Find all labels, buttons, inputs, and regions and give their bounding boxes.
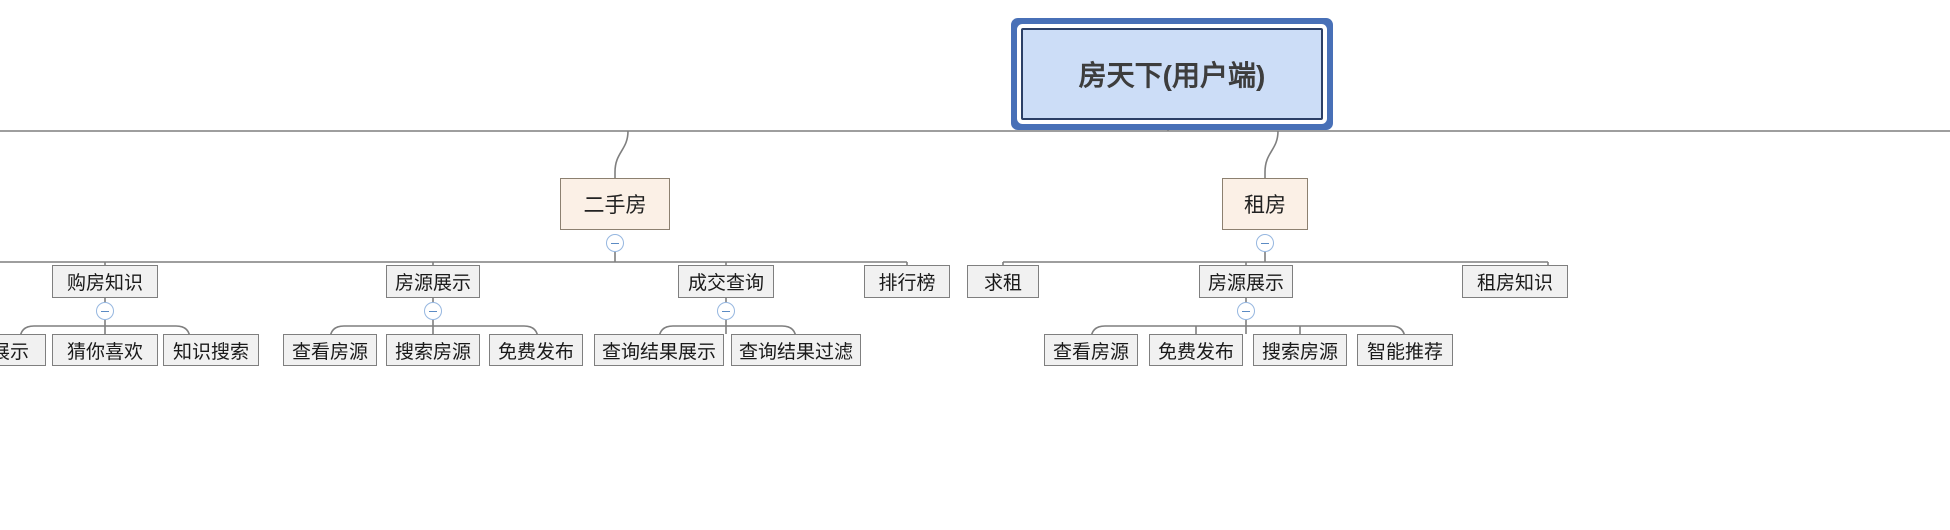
leaf-label-sou-suo-fang-yuan-2: 搜索房源: [1261, 341, 1338, 363]
leaf-label-cha-kan-fang-yuan-1: 查看房源: [291, 341, 368, 363]
collapse-toggle-ershoufang[interactable]: [606, 234, 624, 252]
node-cheng-jiao-cha-xun[interactable]: 成交查询: [678, 265, 774, 298]
node-qiu-zu[interactable]: 求租: [967, 265, 1039, 298]
collapse-toggle-cheng-jiao-cha-xun[interactable]: [717, 302, 735, 320]
leaf-label-zhanshi: 展示: [0, 341, 29, 363]
leaf-label-cha-xun-jie-guo-zhan-shi: 查询结果展示: [601, 341, 716, 363]
label-pai-hang-bang: 排行榜: [878, 273, 936, 294]
leaf-label-sou-suo-fang-yuan-1: 搜索房源: [394, 341, 471, 363]
collapse-toggle-fang-yuan-zhan-shi-1[interactable]: [424, 302, 442, 320]
leaf-node-cha-xun-jie-guo-guo-lv[interactable]: 查询结果过滤: [731, 334, 861, 366]
branch-label-zufang: 租房: [1244, 194, 1286, 217]
collapse-toggle-fang-yuan-zhan-shi-2[interactable]: [1237, 302, 1255, 320]
leaf-node-mian-fei-fa-bu-1[interactable]: 免费发布: [489, 334, 583, 366]
node-fang-yuan-zhan-shi-2[interactable]: 房源展示: [1199, 265, 1293, 298]
node-fang-yuan-zhan-shi-1[interactable]: 房源展示: [386, 265, 480, 298]
leaf-node-cha-kan-fang-yuan-1[interactable]: 查看房源: [283, 334, 377, 366]
leaf-label-cha-xun-jie-guo-guo-lv: 查询结果过滤: [738, 341, 853, 363]
leaf-label-mian-fei-fa-bu-1: 免费发布: [497, 341, 574, 363]
label-qiu-zu: 求租: [983, 273, 1022, 294]
collapse-toggle-gou-fang-zhi-shi[interactable]: [96, 302, 114, 320]
collapse-toggle-zufang[interactable]: [1256, 234, 1274, 252]
node-zu-fang-zhi-shi[interactable]: 租房知识: [1462, 265, 1568, 298]
label-cheng-jiao-cha-xun: 成交查询: [687, 273, 764, 294]
branch-node-ershoufang[interactable]: 二手房: [560, 178, 670, 230]
branch-label-ershoufang: 二手房: [583, 194, 647, 217]
leaf-label-mian-fei-fa-bu-2: 免费发布: [1157, 341, 1234, 363]
leaf-node-zhi-shi-sou-suo[interactable]: 知识搜索: [163, 334, 259, 366]
leaf-node-cai-ni-xi-huan[interactable]: 猜你喜欢: [52, 334, 158, 366]
node-pai-hang-bang[interactable]: 排行榜: [864, 265, 950, 298]
root-node-label: 房天下(用户端): [1078, 60, 1266, 91]
leaf-node-zhi-neng-tui-jian[interactable]: 智能推荐: [1357, 334, 1453, 366]
leaf-label-cai-ni-xi-huan: 猜你喜欢: [66, 341, 143, 363]
label-zu-fang-zhi-shi: 租房知识: [1476, 273, 1553, 294]
label-gou-fang-zhi-shi: 购房知识: [66, 273, 143, 294]
leaf-label-zhi-shi-sou-suo: 知识搜索: [172, 341, 249, 363]
leaf-node-zhanshi[interactable]: 展示: [0, 334, 46, 366]
leaf-node-sou-suo-fang-yuan-2[interactable]: 搜索房源: [1253, 334, 1347, 366]
leaf-node-mian-fei-fa-bu-2[interactable]: 免费发布: [1149, 334, 1243, 366]
leaf-node-sou-suo-fang-yuan-1[interactable]: 搜索房源: [386, 334, 480, 366]
leaf-node-cha-xun-jie-guo-zhan-shi[interactable]: 查询结果展示: [594, 334, 724, 366]
leaf-label-cha-kan-fang-yuan-2: 查看房源: [1052, 341, 1129, 363]
leaf-node-cha-kan-fang-yuan-2[interactable]: 查看房源: [1044, 334, 1138, 366]
leaf-label-zhi-neng-tui-jian: 智能推荐: [1366, 341, 1443, 363]
node-gou-fang-zhi-shi[interactable]: 购房知识: [52, 265, 158, 298]
label-fang-yuan-zhan-shi-1: 房源展示: [394, 273, 471, 294]
label-fang-yuan-zhan-shi-2: 房源展示: [1207, 273, 1284, 294]
branch-node-zufang[interactable]: 租房: [1222, 178, 1308, 230]
root-node-fangtianxia[interactable]: 房天下(用户端): [1021, 28, 1323, 120]
